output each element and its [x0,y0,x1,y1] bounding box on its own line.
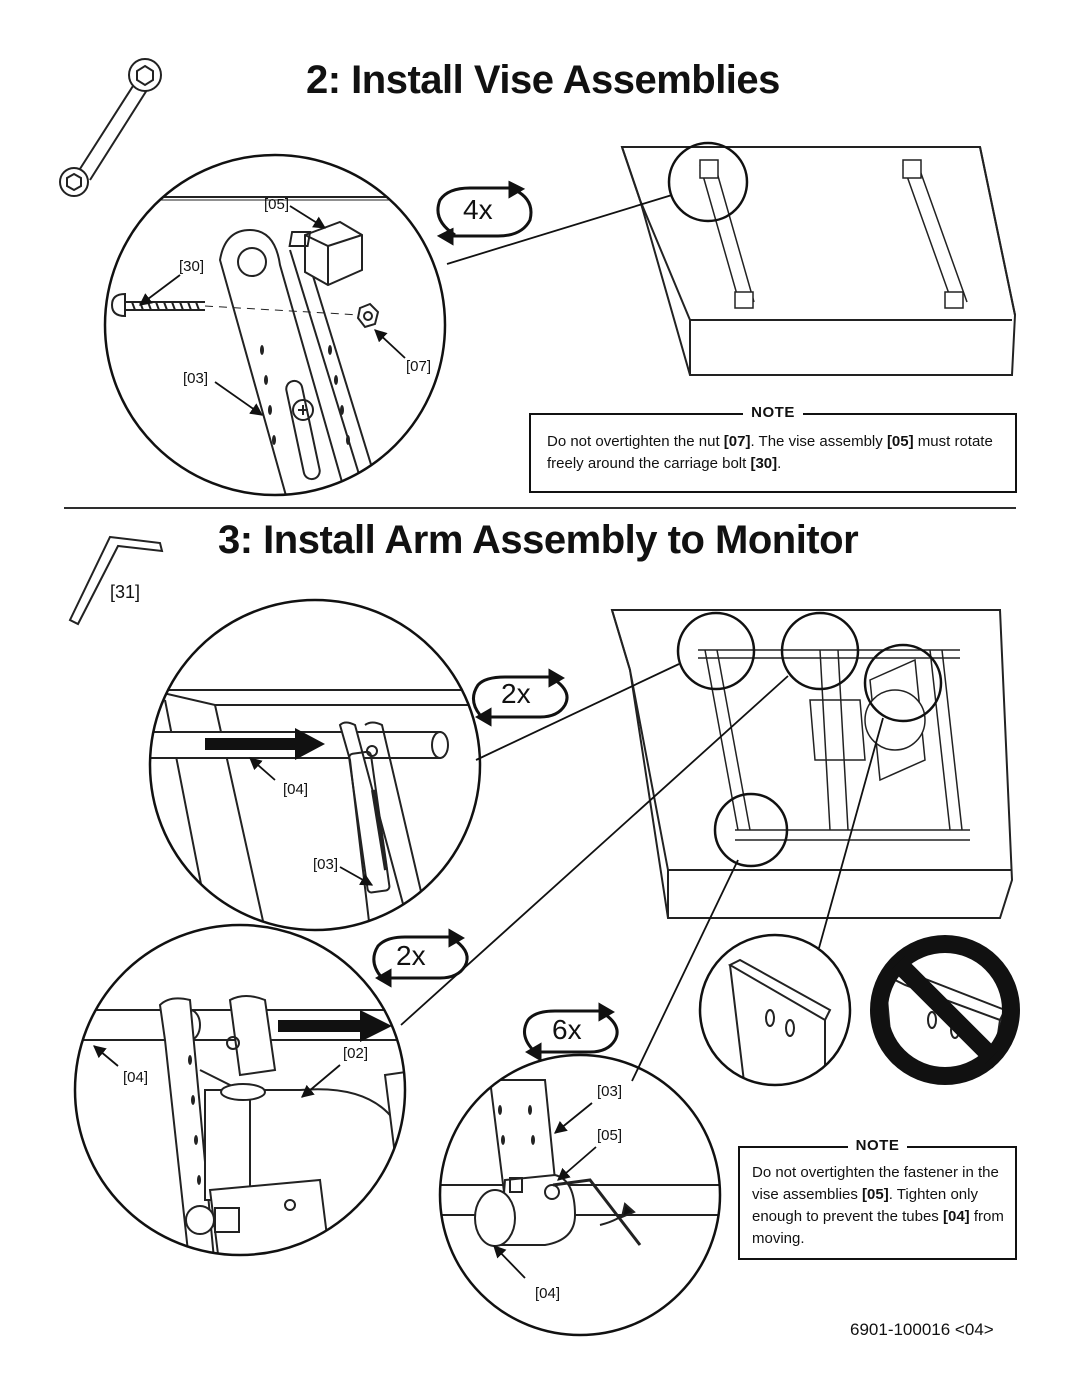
note-box-vise: NOTE Do not overtighten the nut [07]. Th… [529,404,1017,493]
correct-bracket-orientation-circle [698,933,852,1087]
part-label-07: [07] [406,358,432,375]
part-label-04-b: [04] [123,1069,149,1086]
monitor-back-overview-1 [620,146,1017,376]
repeat-count-6x: 6x [552,1014,582,1045]
part-label-04-c: [04] [535,1285,561,1302]
double-end-wrench-icon [59,58,162,197]
hex-key-icon [68,535,164,626]
part-label-04-a: [04] [283,781,309,798]
repeat-count-2x-bottom: 2x [396,940,426,971]
part-label-30: [30] [179,258,205,275]
tool-label-31: [31] [110,582,141,602]
note-heading-2: NOTE [847,1137,908,1154]
arm-tube-detail-circle [73,923,407,1257]
repeat-count-4x: 4x [463,194,493,225]
document-number: 6901-100016 <04> [850,1320,994,1339]
note-box-fastener: NOTE Do not overtighten the fastener in … [738,1137,1017,1260]
section-3-title: 3: Install Arm Assembly to Monitor [218,518,859,562]
repeat-2x-arrows-top [472,668,569,727]
tube-insertion-detail-circle [148,598,482,932]
note-text-2: Do not overtighten the fastener in the v… [752,1164,1004,1247]
repeat-2x-arrows-bottom [372,928,469,988]
prohibited-icon [870,935,1020,1085]
part-label-03-a: [03] [313,856,339,873]
repeat-4x-arrows [436,180,533,246]
repeat-6x-arrows [522,1002,619,1062]
incorrect-bracket-orientation-circle [870,935,1020,1085]
part-label-05: [05] [264,196,290,213]
part-label-03: [03] [183,370,209,387]
part-label-03-b: [03] [597,1083,623,1100]
repeat-count-2x-top: 2x [501,678,531,709]
note-heading: NOTE [743,404,803,421]
part-label-05-b: [05] [597,1127,623,1144]
hex-key-tighten-detail-circle [438,1053,722,1337]
monitor-back-overview-2 [610,609,1014,919]
section-2-title: 2: Install Vise Assemblies [306,58,780,102]
note-text: Do not overtighten the nut [07]. The vis… [547,433,993,472]
part-label-02: [02] [343,1045,369,1062]
